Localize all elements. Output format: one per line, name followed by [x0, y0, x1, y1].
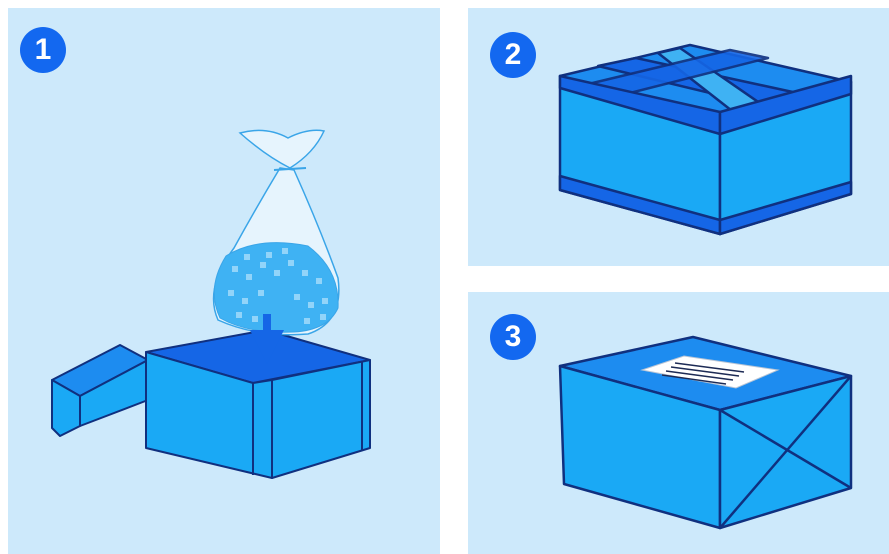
box-with-packing-peanuts-bag-icon: [8, 8, 440, 554]
wrapped-box-with-label-icon: [468, 292, 889, 554]
packing-peanuts-bag: [214, 130, 339, 334]
step-2-panel: 2: [468, 8, 889, 266]
taped-box-icon: [468, 8, 889, 266]
open-box: [146, 330, 370, 478]
box-lid: [52, 345, 148, 436]
step-3-panel: 3: [468, 292, 889, 554]
step-1-panel: 1: [8, 8, 440, 554]
